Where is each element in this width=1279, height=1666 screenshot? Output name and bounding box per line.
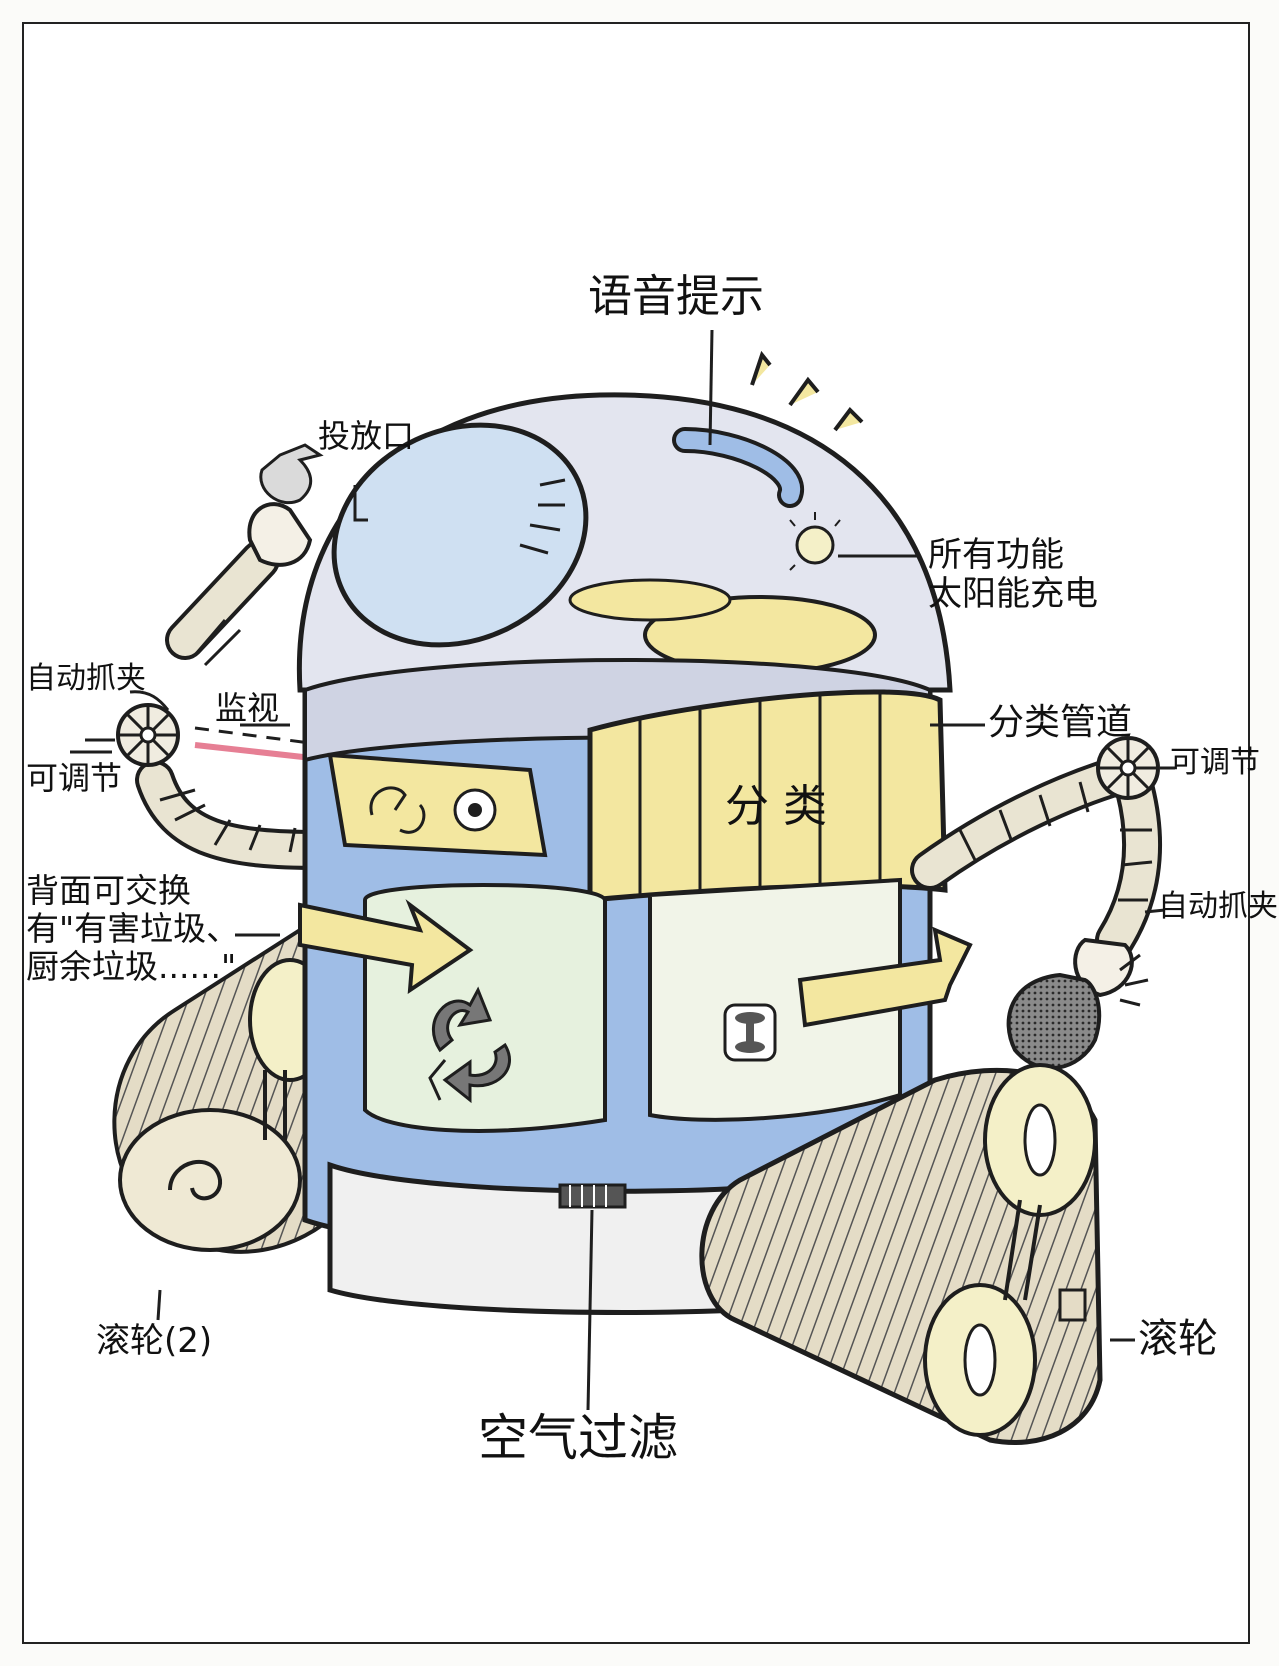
- recycle-icon: [428, 986, 512, 1104]
- label-voice-prompt: 语音提示: [588, 271, 764, 322]
- air-filter-grill: [558, 1183, 627, 1209]
- robot-body: [296, 350, 973, 1315]
- trash-bag-icon: [259, 443, 324, 505]
- trash-bag-icon: [1006, 972, 1102, 1070]
- label-auto-grab-left: 自动抓夹: [26, 661, 146, 696]
- label-sorting-channel: 分类管道: [988, 702, 1133, 743]
- label-back-swappable: 背面可交换 有"有害垃圾、 厨余垃圾......": [26, 871, 240, 986]
- label-auto-grab-right: 自动抓夹: [1158, 889, 1278, 924]
- leader-lines: [70, 329, 1175, 1411]
- label-wheel-right: 滚轮: [1138, 1316, 1218, 1362]
- speaker-slot: [676, 431, 800, 504]
- sun-icon: [795, 525, 835, 565]
- label-drop-opening: 投放口: [318, 417, 415, 455]
- front-panel-right: [648, 877, 902, 1122]
- left-arm: [116, 443, 340, 870]
- right-track: [699, 1063, 1103, 1445]
- right-wheel-hub: [963, 1323, 997, 1397]
- label-sort-band: 分 类: [725, 781, 827, 832]
- rotate-arrow-left-icon: [298, 899, 474, 994]
- label-wheel-left: 滚轮(2): [96, 1321, 213, 1361]
- label-monitor: 监视: [215, 689, 280, 727]
- label-solar-charging: 所有功能 太阳能充电: [928, 535, 1098, 615]
- label-adjustable-right: 可调节: [1170, 745, 1260, 780]
- control-panel: [327, 752, 548, 858]
- recycle-icon: [369, 786, 426, 834]
- label-adjustable-left: 可调节: [26, 759, 123, 797]
- rotate-arrow-right-icon: [797, 926, 973, 1028]
- right-arm: [910, 736, 1163, 1070]
- drop-opening-lid: [331, 422, 589, 648]
- hazard-symbol-icon: [723, 1003, 777, 1062]
- left-track: [112, 927, 342, 1254]
- label-air-filter: 空气过滤: [478, 1409, 678, 1467]
- left-wheel-spiral-icon: [168, 1160, 223, 1201]
- lightning-icon: [750, 350, 864, 432]
